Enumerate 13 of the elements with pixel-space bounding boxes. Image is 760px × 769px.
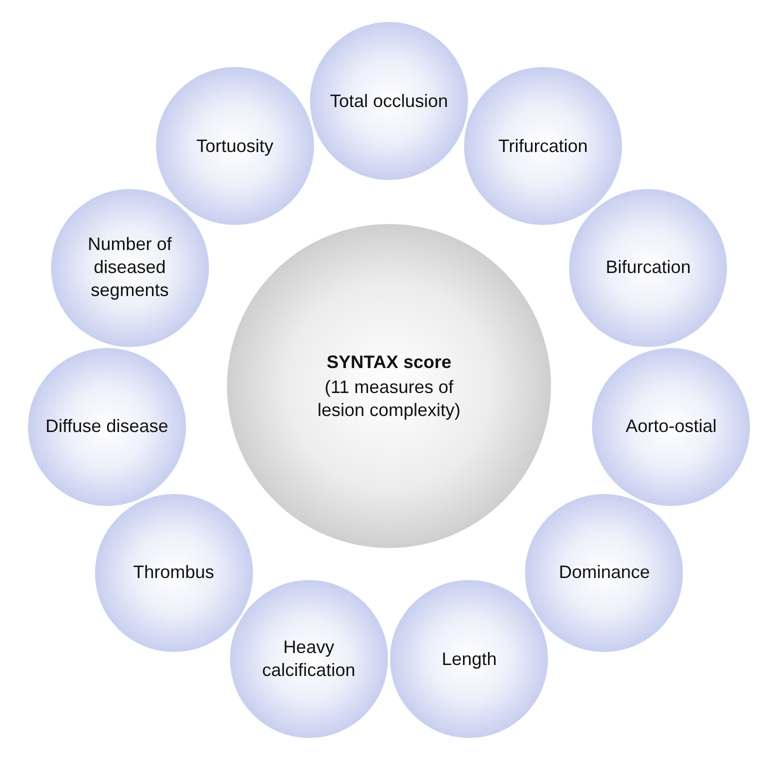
factor-label: Dominance xyxy=(558,561,650,584)
factor-label: Diffuse disease xyxy=(46,415,168,438)
factor-label: Aorto-ostial xyxy=(626,415,717,438)
score-description: (11 measures of lesion complexity) xyxy=(316,376,462,422)
factor-label: Length xyxy=(442,648,497,671)
factor-label: Heavy calcification xyxy=(261,636,356,682)
factor-label: Number of diseased segments xyxy=(86,233,173,302)
score-title: SYNTAX score xyxy=(326,350,452,374)
factor-label: Total occlusion xyxy=(330,90,448,112)
factor-label: Thrombus xyxy=(133,561,214,584)
factor-label: Trifurcation xyxy=(498,134,588,158)
factor-label: Bifurcation xyxy=(606,256,691,280)
factor-label: Tortuosity xyxy=(196,134,274,158)
